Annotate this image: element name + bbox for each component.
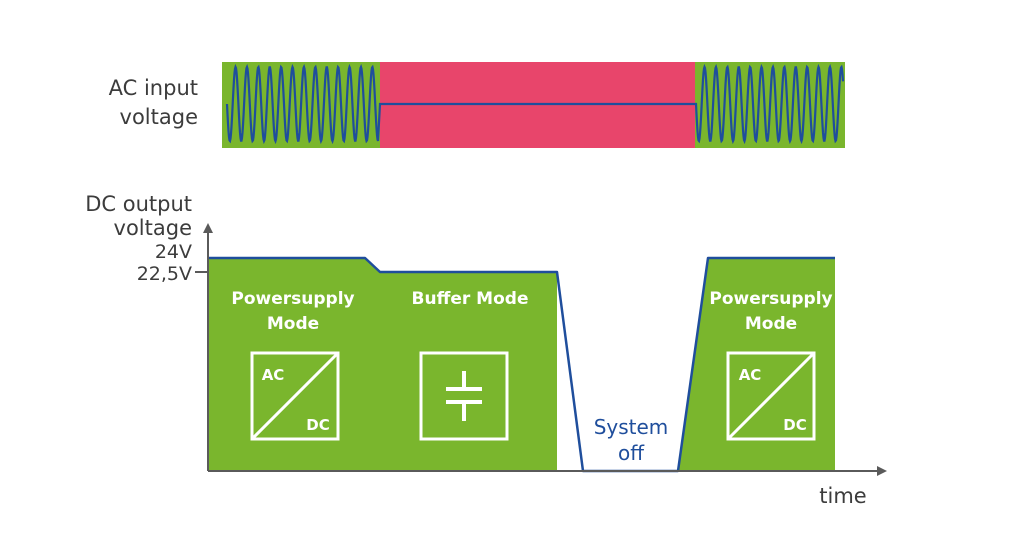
ac-dc-converter-icon: AC DC (250, 351, 340, 441)
system-off-line1: System (594, 415, 669, 439)
powersupply-mode-right-line1: Powersupply (709, 289, 832, 309)
tick-label-22-5v: 22,5V (137, 263, 192, 285)
powersupply-mode-left-line2: Mode (267, 314, 319, 334)
powered-area-left (208, 258, 557, 471)
ac-dc-left-dc-label: DC (306, 416, 329, 434)
ac-input-label-line2: voltage (120, 105, 198, 129)
dc-output-label-line2: voltage (114, 216, 192, 240)
ac-dc-right-dc-label: DC (783, 416, 806, 434)
system-off-line2: off (618, 441, 645, 465)
powered-area-right (678, 258, 835, 471)
capacitor-icon (419, 351, 509, 441)
ac-dc-converter-icon: AC DC (726, 351, 816, 441)
tick-label-24v: 24V (155, 241, 192, 263)
ac-input-waveform (225, 63, 845, 145)
ac-input-label-line1: AC input (109, 76, 198, 100)
powersupply-mode-right-line2: Mode (745, 314, 797, 334)
dc-voltage-curve (208, 256, 835, 473)
x-axis-label: time (819, 484, 866, 508)
powersupply-mode-left-line1: Powersupply (231, 289, 354, 309)
ac-dc-left-ac-label: AC (262, 366, 285, 384)
ac-dc-right-ac-label: AC (739, 366, 762, 384)
dc-output-label-line1: DC output (85, 192, 192, 216)
buffer-mode-label: Buffer Mode (412, 289, 529, 309)
